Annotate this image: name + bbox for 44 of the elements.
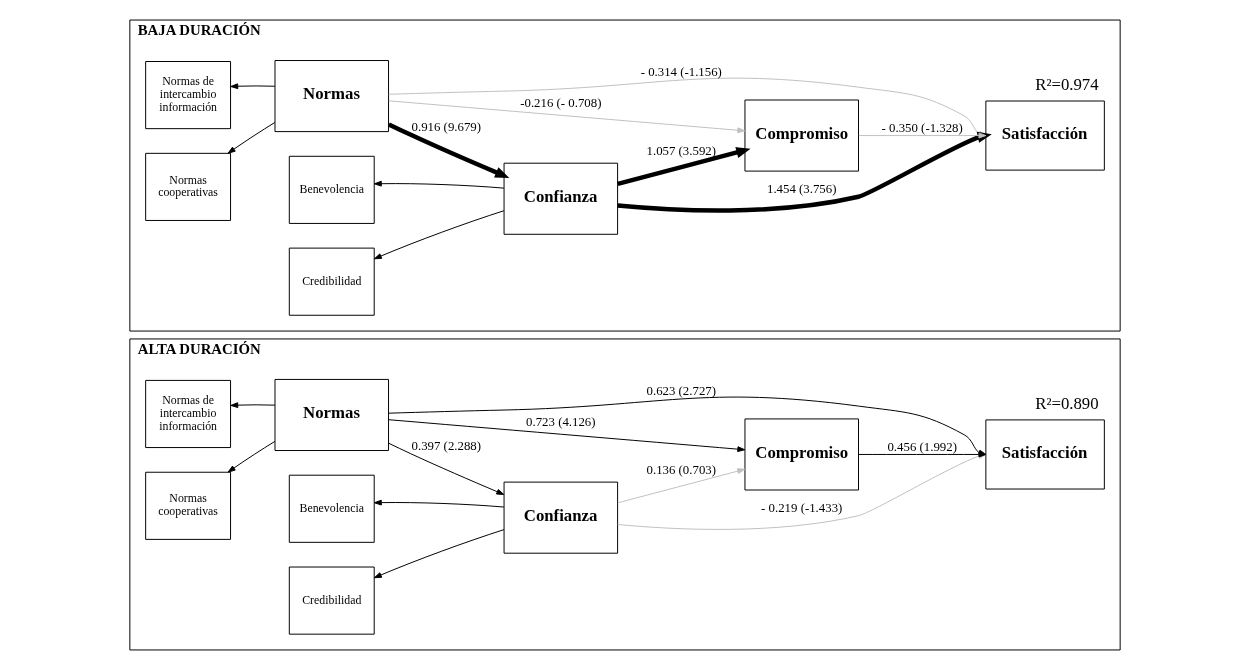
node-box: Credibilidad <box>288 566 375 635</box>
node-box: Confianza <box>503 162 619 235</box>
node-box: Compromiso <box>744 418 859 491</box>
edge-label: 0.456 (1.992) <box>887 439 957 454</box>
edge-label: 1.057 (3.592) <box>646 143 717 158</box>
node-box: Satisfacción <box>985 100 1105 171</box>
edge-label: 0.916 (9.679) <box>411 120 482 135</box>
edge-label: 0.136 (0.703) <box>646 462 717 477</box>
node-box: Benevolencia <box>288 155 375 224</box>
arrow <box>388 100 746 134</box>
arrow <box>388 442 505 495</box>
node-box: Normas de intercambio información <box>145 379 232 449</box>
edge-label: - 0.314 (-1.156) <box>640 64 722 79</box>
arrow <box>227 122 276 154</box>
node-label: R²=0.974 <box>1035 74 1099 94</box>
arrow <box>230 402 276 409</box>
edge-label: -0.216 (- 0.708) <box>520 96 602 111</box>
arrow <box>373 210 505 260</box>
arrow <box>617 468 746 504</box>
node-box: Confianza <box>503 481 619 554</box>
arrow <box>373 180 505 189</box>
arrow <box>230 83 276 90</box>
arrow <box>227 440 276 473</box>
edge-label: 0.623 (2.727) <box>646 383 717 398</box>
edge-label: - 0.219 (-1.433) <box>761 501 843 516</box>
edge-label: - 0.350 (-1.328) <box>881 121 963 135</box>
arrow <box>387 122 510 178</box>
node-box: Satisfacción <box>985 419 1105 490</box>
node-box: Compromiso <box>744 99 859 172</box>
node-box: Normas de intercambio información <box>145 61 232 130</box>
edge-label: 0.397 (2.288) <box>411 438 482 453</box>
node-box: Normas cooperativas <box>145 471 232 540</box>
node-box: Benevolencia <box>288 474 375 543</box>
arrow <box>373 529 505 579</box>
edge-label: 0.723 (4.126) <box>526 415 596 430</box>
node-box: Normas cooperativas <box>145 152 232 221</box>
node-label: R²=0.890 <box>1035 393 1099 413</box>
arrow <box>388 419 746 453</box>
node-box: Normas <box>274 378 390 451</box>
node-box: Credibilidad <box>288 247 375 316</box>
node-box: Normas <box>274 60 390 133</box>
arrow <box>617 147 751 187</box>
edge-label: 1.454 (3.756) <box>766 182 837 197</box>
arrow <box>373 499 505 508</box>
